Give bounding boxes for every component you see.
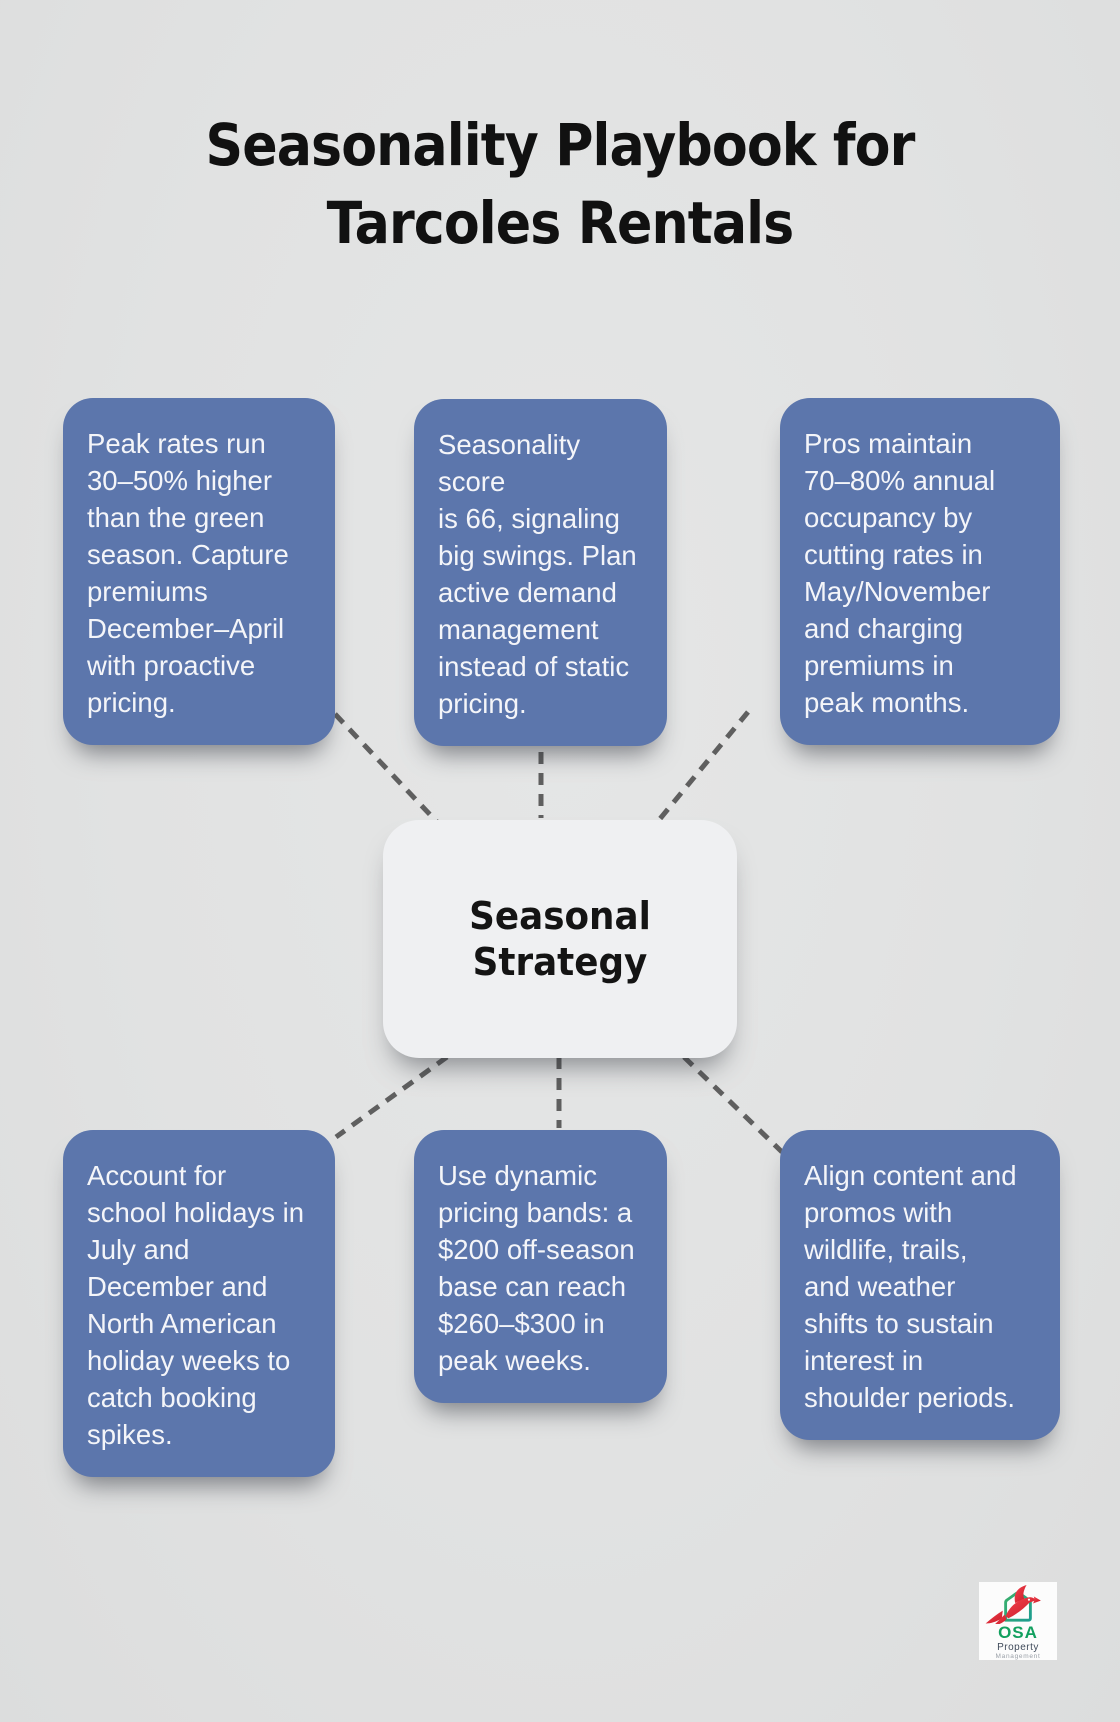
card-top-left: Peak rates run 30–50% higher than the gr… xyxy=(63,398,335,745)
card-top-right: Pros maintain 70–80% annual occupancy by… xyxy=(780,398,1060,745)
center-node-label: Seasonal Strategy xyxy=(469,894,651,984)
card-bottom-middle: Use dynamic pricing bands: a $200 off-se… xyxy=(414,1130,667,1403)
connector-top-right xyxy=(657,710,750,822)
logo-bird xyxy=(985,1584,1041,1624)
page-title: Seasonality Playbook for Tarcoles Rental… xyxy=(205,111,916,257)
connector-top-left xyxy=(333,712,439,824)
logo-house-outline xyxy=(1004,1591,1032,1622)
connector-bottom-left xyxy=(334,1054,449,1140)
logo-name: OSA xyxy=(998,1623,1038,1642)
card-top-middle: Seasonality score is 66, signaling big s… xyxy=(414,399,667,746)
logo-line1: Property xyxy=(997,1642,1039,1653)
logo-line2: Management xyxy=(995,1653,1041,1660)
center-node: Seasonal Strategy xyxy=(383,820,737,1058)
card-bottom-right: Align content and promos with wildlife, … xyxy=(780,1130,1060,1440)
connector-bottom-right xyxy=(682,1055,784,1154)
brand-logo: OSA Property Management xyxy=(979,1582,1057,1660)
osa-logo-icon xyxy=(985,1584,1041,1624)
card-bottom-left: Account for school holidays in July and … xyxy=(63,1130,335,1477)
